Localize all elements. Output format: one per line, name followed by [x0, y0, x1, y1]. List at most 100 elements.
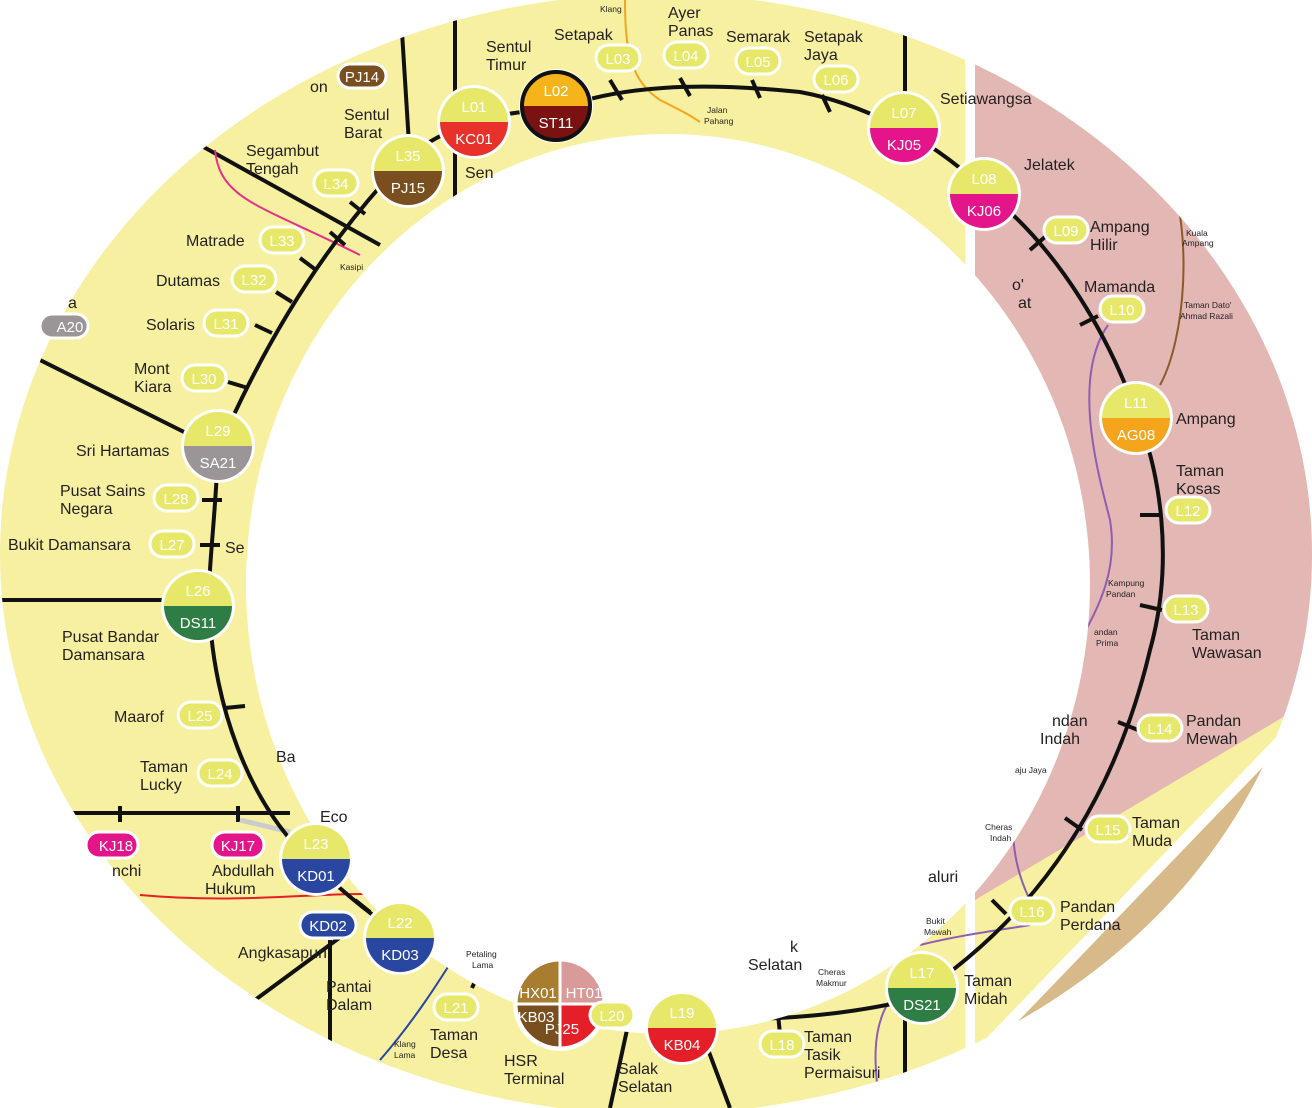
station-l34[interactable]: L34: [312, 168, 360, 198]
hub-code: HX01: [519, 985, 557, 1002]
station-name-l18: Permaisuri: [804, 1065, 880, 1082]
station-l09[interactable]: L09: [1042, 215, 1090, 245]
label-eco-partial: Eco: [320, 809, 348, 826]
station-pill: [812, 64, 860, 94]
station-pill: [148, 529, 196, 559]
small-prima-2: Prima: [1096, 638, 1118, 648]
station-top-half: [374, 137, 442, 171]
station-l25[interactable]: L25: [176, 700, 224, 730]
station-pill: [258, 225, 306, 255]
badge-kj18: [84, 830, 140, 860]
station-name-l02: Sentul: [486, 39, 531, 56]
station-interchange-code: KJ05: [887, 137, 921, 154]
station-name-l17: Midah: [964, 991, 1008, 1008]
station-name-l15: Muda: [1132, 833, 1172, 850]
small-cheras-indah-2: Indah: [990, 833, 1012, 843]
station-name-l20: Terminal: [504, 1071, 564, 1088]
station-code: L23: [303, 836, 328, 853]
station-l16[interactable]: L16: [1008, 896, 1056, 926]
station-pill: [230, 264, 278, 294]
station-l32[interactable]: L32: [230, 264, 278, 294]
station-l03[interactable]: L03: [594, 43, 642, 73]
station-interchange-code: ST11: [539, 115, 574, 132]
station-pill: [1136, 713, 1184, 743]
station-l33[interactable]: L33: [258, 225, 306, 255]
station-code: L14: [1147, 721, 1172, 738]
station-name-l24: Lucky: [140, 777, 182, 794]
station-name-l06: Setapak: [804, 29, 864, 46]
station-l18[interactable]: L18: [758, 1029, 806, 1059]
station-name-l08: Jelatek: [1024, 157, 1076, 174]
line-ctx: [199, 143, 381, 247]
station-l30[interactable]: L30: [180, 363, 228, 393]
station-l21[interactable]: L21: [432, 992, 480, 1022]
station-l10[interactable]: L10: [1098, 294, 1146, 324]
station-l05[interactable]: L05: [734, 46, 782, 76]
label-a-partial: a: [68, 295, 77, 312]
small-kampung-2: Pandan: [1106, 589, 1136, 599]
station-name-l15: Taman: [1132, 815, 1180, 832]
label-k-partial: k: [790, 939, 799, 956]
station-name-l27: Bukit Damansara: [8, 537, 131, 554]
small-cheras-makmur-1: Cheras: [818, 967, 845, 977]
station-l13[interactable]: L13: [1162, 594, 1210, 624]
station-code: L31: [213, 316, 238, 333]
station-name-l07: Setiawangsa: [940, 91, 1032, 108]
station-l06[interactable]: L06: [812, 64, 860, 94]
station-name-l30: Mont: [134, 361, 170, 378]
station-top-half: [184, 412, 252, 446]
station-pill: [1098, 294, 1146, 324]
station-l15[interactable]: L15: [1084, 814, 1132, 844]
hub-segment: [514, 1002, 562, 1050]
station-l14[interactable]: L14: [1136, 713, 1184, 743]
station-pill: [152, 483, 200, 513]
station-l27[interactable]: L27: [148, 529, 196, 559]
station-pill: [1008, 896, 1056, 926]
label-selatan-partial: Selatan: [748, 957, 802, 974]
station-bottom-half: [1102, 418, 1170, 452]
station-code: L10: [1109, 302, 1134, 319]
small-jalan-1: Jalan: [707, 105, 728, 115]
label-sentul-partial: Sen: [465, 165, 493, 182]
station-top-half: [870, 94, 938, 128]
station-interchange-code: DS11: [180, 615, 216, 632]
label-pandan-partial-1: ndan: [1052, 713, 1088, 730]
station-l24[interactable]: L24: [196, 758, 244, 788]
station-interchange-code: KD01: [297, 868, 335, 885]
station-l12[interactable]: L12: [1164, 495, 1212, 525]
track-ticks: [200, 77, 1163, 1035]
station-name-l31: Solaris: [146, 317, 195, 334]
station-l28[interactable]: L28: [152, 483, 200, 513]
station-l31[interactable]: L31: [202, 308, 250, 338]
station-bottom-half: [164, 606, 232, 640]
station-code: L28: [163, 491, 188, 508]
station-code: L06: [823, 72, 848, 89]
station-name-l22: Pantai: [326, 979, 371, 996]
badge-a20: [38, 312, 90, 340]
station-name-l34: Tengah: [246, 161, 299, 178]
station-l04[interactable]: L04: [662, 40, 710, 70]
station-name-l18: Tasik: [804, 1047, 841, 1064]
small-petaling-2: Lama: [472, 960, 494, 970]
station-bottom-half: [282, 859, 350, 893]
label-abdullah-1: Abdullah: [212, 863, 274, 880]
station-name-l25: Maarof: [114, 709, 164, 726]
station-name-l34: Segambut: [246, 143, 319, 160]
station-name-l04: Panas: [668, 23, 713, 40]
station-top-half: [950, 160, 1018, 194]
station-name-l01: Sentul: [344, 107, 389, 124]
station-bottom-half: [184, 446, 252, 480]
